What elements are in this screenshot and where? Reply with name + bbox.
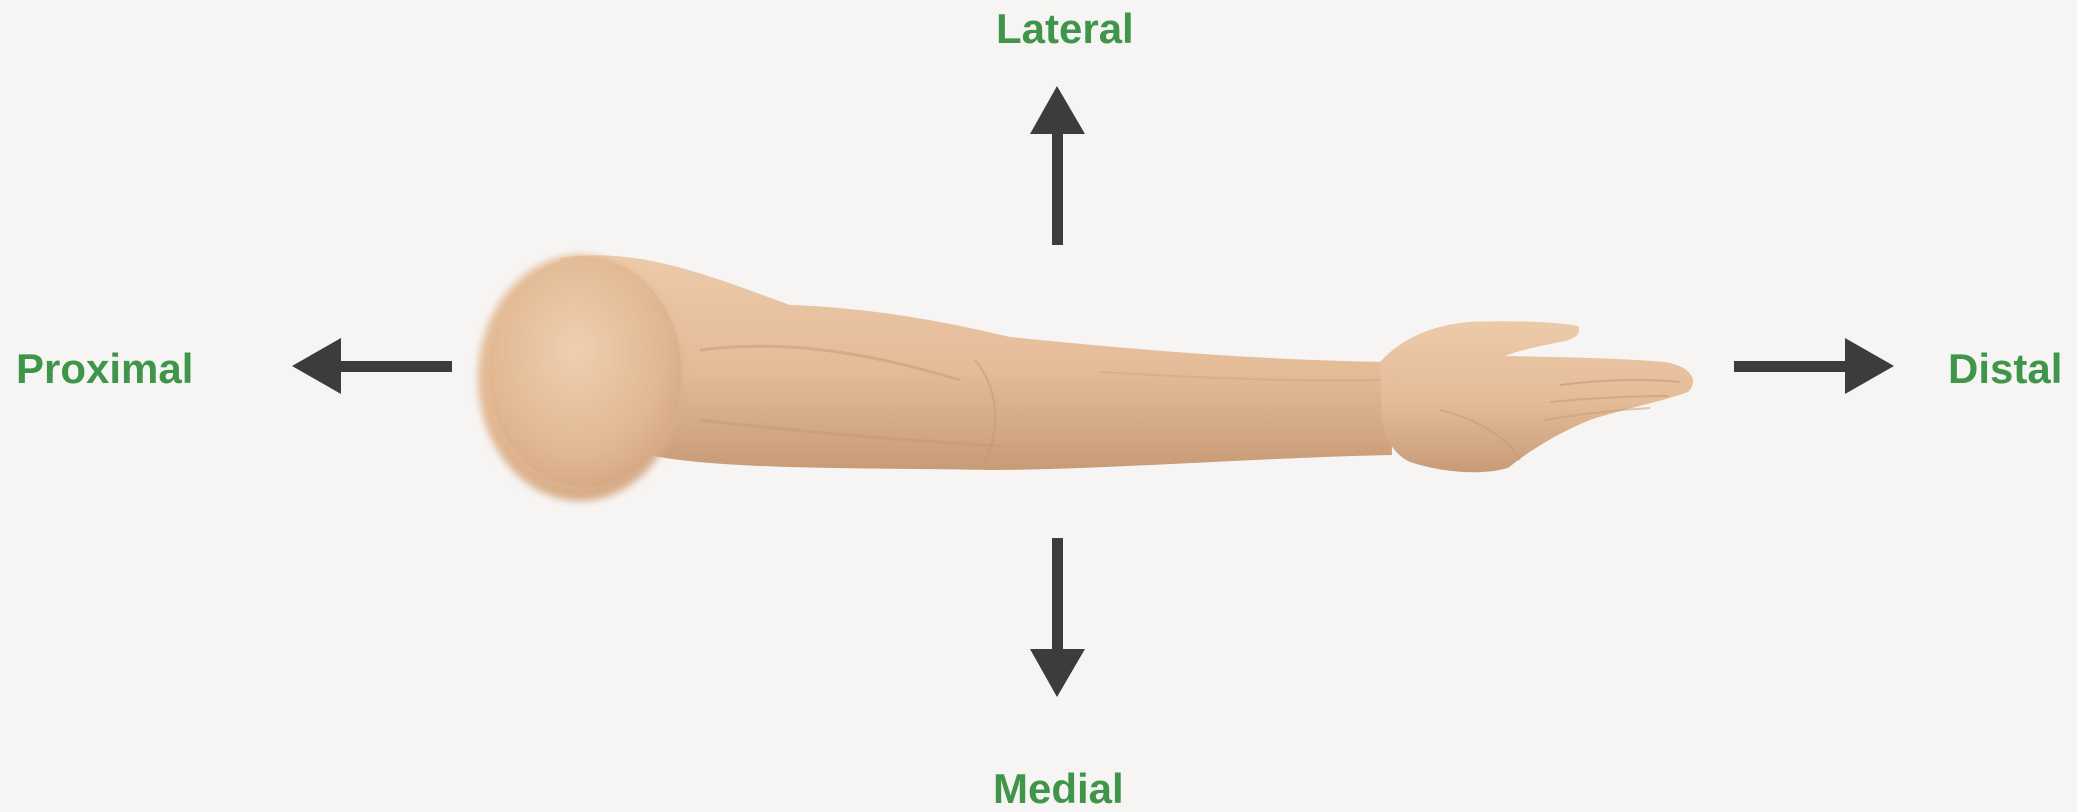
label-lateral: Lateral	[996, 8, 1134, 50]
arrow-left-icon	[292, 338, 452, 394]
label-distal: Distal	[1948, 348, 2062, 390]
outstretched-arm-image	[478, 255, 1693, 501]
arrow-down-icon	[1030, 538, 1085, 697]
arrow-right-icon	[1734, 338, 1894, 394]
label-medial: Medial	[993, 768, 1124, 810]
label-proximal: Proximal	[16, 348, 193, 390]
arrow-up-icon	[1030, 86, 1085, 245]
